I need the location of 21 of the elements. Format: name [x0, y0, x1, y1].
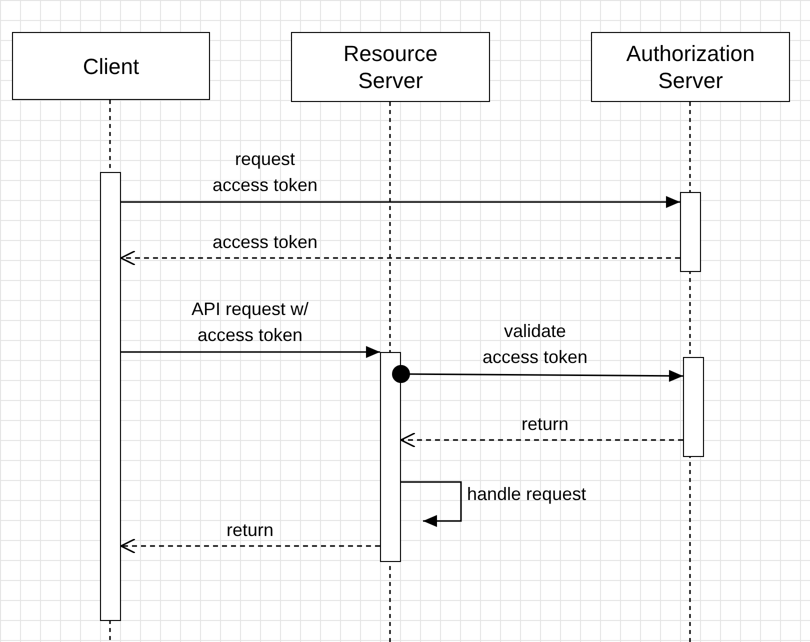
message-arrow [400, 432, 683, 448]
message-label: return [225, 519, 275, 542]
activation-bar [683, 357, 704, 457]
self-message-arrow [401, 481, 462, 527]
message-arrow [121, 196, 680, 208]
participant-box: Authorization Server [591, 32, 790, 102]
message-label: request access token [211, 148, 319, 197]
message-arrow [120, 538, 380, 554]
message-label: handle request [467, 483, 588, 506]
activation-bar [380, 352, 401, 562]
participant-box: Resource Server [291, 32, 490, 102]
activation-bar [680, 192, 701, 272]
message-arrow [120, 250, 680, 266]
message-label: return [520, 413, 570, 436]
message-label: API request w/ access token [190, 298, 310, 347]
message-arrow [392, 365, 683, 383]
message-arrow [121, 346, 380, 358]
activation-bar [100, 172, 121, 621]
message-label: access token [211, 231, 319, 254]
message-label: validate access token [481, 320, 589, 369]
participant-box: Client [12, 32, 210, 100]
